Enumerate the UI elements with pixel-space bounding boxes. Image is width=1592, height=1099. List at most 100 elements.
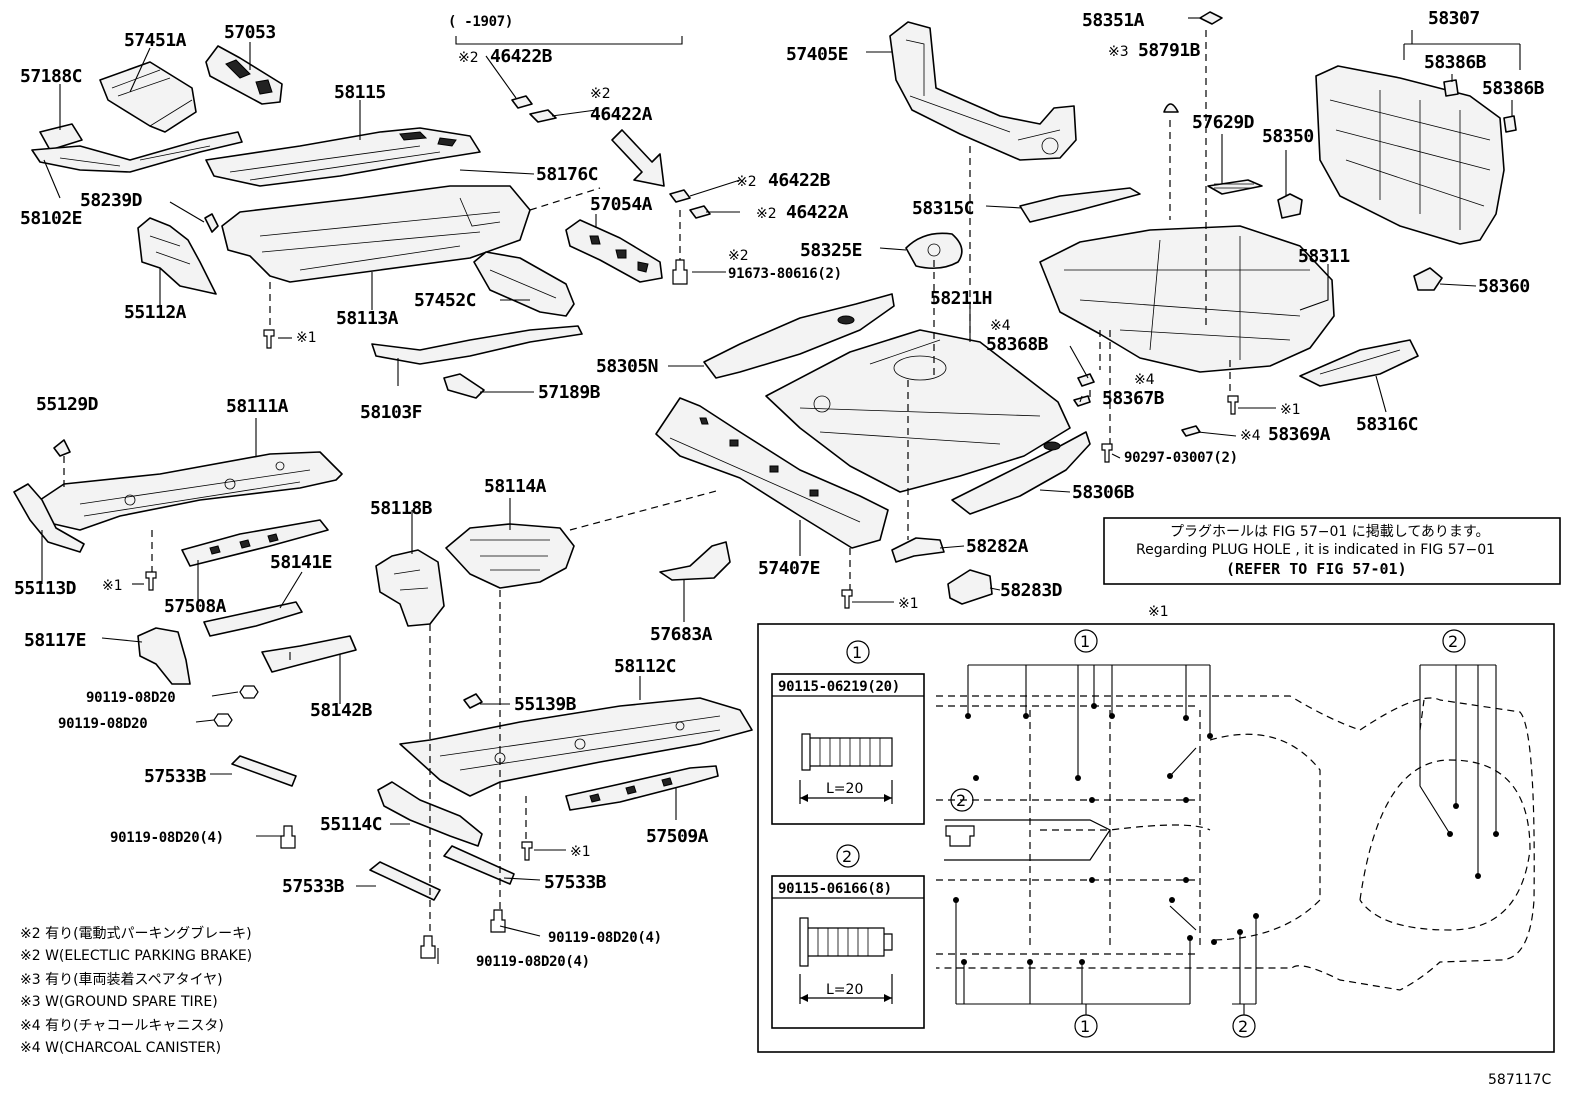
label-57533B-c: 57533B xyxy=(544,872,607,893)
part-58306B[interactable] xyxy=(951,431,1091,515)
svg-text:※1: ※1 xyxy=(1280,402,1301,418)
part-57405E[interactable] xyxy=(889,21,1077,161)
svg-text:Regarding PLUG HOLE , it is: Regarding PLUG HOLE , it is indicated in… xyxy=(1136,542,1495,558)
part-58113A[interactable] xyxy=(221,185,531,283)
label-58306B: 58306B xyxy=(1072,482,1135,503)
label-58103F: 58103F xyxy=(360,402,422,423)
part-57533B-2[interactable] xyxy=(369,861,441,901)
part-58367B[interactable] xyxy=(1073,395,1091,407)
part-58369A[interactable] xyxy=(1181,425,1201,437)
part-58141E[interactable] xyxy=(203,601,303,637)
label-57452C: 57452C xyxy=(414,290,476,311)
label-46422A-a: 46422A xyxy=(590,104,653,125)
label-57189B: 57189B xyxy=(538,382,601,403)
part-55139B[interactable] xyxy=(463,693,483,709)
part-57188C[interactable] xyxy=(39,123,83,151)
svg-text:2: 2 xyxy=(842,847,852,866)
part-55113D[interactable] xyxy=(13,483,85,553)
svg-text:※1: ※1 xyxy=(102,578,123,594)
part-58282A[interactable] xyxy=(891,537,945,563)
part-58307[interactable] xyxy=(1315,65,1505,245)
part-57508A[interactable] xyxy=(181,519,329,567)
part-58316C[interactable] xyxy=(1299,339,1419,387)
part-58115[interactable] xyxy=(205,127,481,187)
label-90119-08D20-4-a: 90119-08D20(4) xyxy=(110,830,224,846)
svg-text:※2 有り(電動式パーキングブレーキ): ※2 有り(電動式パーキングブレーキ) xyxy=(20,925,252,942)
label-58283D: 58283D xyxy=(1000,580,1063,601)
label-58117E: 58117E xyxy=(24,630,86,651)
part-58351A[interactable] xyxy=(1199,11,1223,25)
svg-text:※2: ※2 xyxy=(728,248,749,264)
clip-position-icon xyxy=(945,825,975,847)
part-57451A[interactable] xyxy=(99,61,197,133)
label-date-range: ( -1907) xyxy=(448,14,513,30)
part-58114A[interactable] xyxy=(445,523,575,589)
label-55139B: 55139B xyxy=(514,694,577,715)
label-58311: 58311 xyxy=(1298,246,1350,267)
label-57188C: 57188C xyxy=(20,66,82,87)
svg-text:1: 1 xyxy=(852,643,862,662)
part-58118B[interactable] xyxy=(375,549,445,627)
part-57054A[interactable] xyxy=(565,219,663,283)
reference-marks: ※1 ※1 ※1 ※1 ※1 ※2 ※2 ※2 ※2 ※2 ※3 ※4 ※4 ※… xyxy=(102,44,1301,860)
part-57683A[interactable] xyxy=(659,541,731,581)
part-58311[interactable] xyxy=(1039,225,1335,373)
part-58117E[interactable] xyxy=(137,627,191,685)
part-55129D[interactable] xyxy=(53,439,71,457)
bolt-icon-2 xyxy=(799,917,893,1004)
label-58368B: 58368B xyxy=(986,334,1049,355)
label-57629D: 57629D xyxy=(1192,112,1255,133)
part-58283D[interactable] xyxy=(947,569,993,605)
part-58791B[interactable] xyxy=(1163,103,1179,113)
label-90119-08D20-4-b: 90119-08D20(4) xyxy=(548,930,662,946)
svg-text:2: 2 xyxy=(1238,1017,1248,1036)
part-58386B-1[interactable] xyxy=(1443,79,1459,97)
part-58102E[interactable] xyxy=(31,131,243,173)
label-58114A: 58114A xyxy=(484,476,547,497)
label-58305N: 58305N xyxy=(596,356,658,377)
label-57054A: 57054A xyxy=(590,194,653,215)
clip-icon-group xyxy=(511,95,711,219)
part-55114C[interactable] xyxy=(377,781,483,847)
part-58305N[interactable] xyxy=(703,293,895,379)
label-57053: 57053 xyxy=(224,22,276,43)
label-55113D: 55113D xyxy=(14,578,77,599)
part-58350[interactable] xyxy=(1277,193,1303,219)
svg-text:※3 有り(車両装着スペアタイヤ): ※3 有り(車両装着スペアタイヤ) xyxy=(20,971,223,988)
label-58367B: 58367B xyxy=(1102,388,1165,409)
part-58142B[interactable] xyxy=(261,635,357,673)
svg-text:90115-06166(8): 90115-06166(8) xyxy=(778,881,892,897)
label-58118B: 58118B xyxy=(370,498,433,519)
part-57509A[interactable] xyxy=(565,765,719,811)
part-58111A[interactable] xyxy=(39,451,343,531)
label-46422B-b: 46422B xyxy=(768,170,831,191)
part-57629D[interactable] xyxy=(1207,179,1263,195)
part-58103F[interactable] xyxy=(371,325,583,365)
label-58325E: 58325E xyxy=(800,240,862,261)
svg-text:※4 有り(チャコールキャニスタ): ※4 有り(チャコールキャニスタ) xyxy=(20,1018,224,1034)
part-58360[interactable] xyxy=(1413,267,1443,291)
label-46422A-b: 46422A xyxy=(786,202,849,223)
part-57533B-1[interactable] xyxy=(231,755,297,787)
part-57407E[interactable] xyxy=(655,397,889,549)
label-58211H: 58211H xyxy=(930,288,992,309)
label-57508A: 57508A xyxy=(164,596,227,617)
part-57533B-3[interactable] xyxy=(443,845,515,885)
part-57189B[interactable] xyxy=(443,373,485,399)
part-58368B[interactable] xyxy=(1077,373,1095,387)
part-57452C[interactable] xyxy=(473,251,575,317)
label-58350: 58350 xyxy=(1262,126,1314,147)
part-58112C[interactable] xyxy=(399,697,753,797)
part-58315C[interactable] xyxy=(1019,187,1141,223)
label-55114C: 55114C xyxy=(320,814,382,835)
part-58325E[interactable] xyxy=(905,232,963,270)
svg-text:プラグホールは FIG 57−01 に掲載してあります。: プラグホールは FIG 57−01 に掲載してあります。 xyxy=(1170,524,1490,540)
part-58239D[interactable] xyxy=(204,213,219,233)
label-58142B: 58142B xyxy=(310,700,373,721)
part-57053[interactable] xyxy=(205,45,283,105)
part-58386B-2[interactable] xyxy=(1503,115,1517,133)
label-90119-08D20-4-c: 90119-08D20(4) xyxy=(476,954,590,970)
bolt-positions: 1 2 2 xyxy=(945,629,1499,1038)
part-58211H[interactable] xyxy=(765,329,1071,493)
part-55112A[interactable] xyxy=(137,217,217,295)
